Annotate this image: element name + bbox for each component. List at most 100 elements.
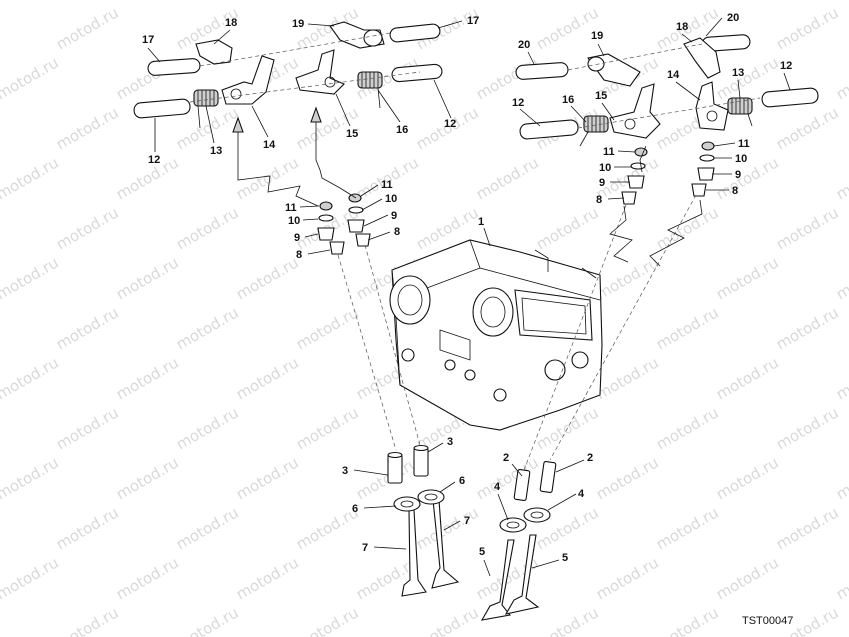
rocker-arm-right-15 (609, 83, 661, 139)
callout-4: 4 (494, 481, 501, 493)
valve-right-1 (480, 539, 515, 621)
watermark-text: motod.ru (0, 53, 62, 103)
callout-3: 3 (342, 465, 348, 477)
watermark-text: motod.ru (293, 303, 362, 353)
callout-12: 12 (512, 97, 524, 109)
watermark-text: motod.ru (653, 203, 722, 253)
rocker-arm-right-19 (587, 53, 641, 87)
watermark-text: motod.ru (593, 353, 662, 403)
callout-14: 14 (667, 69, 680, 81)
watermark-text: motod.ru (0, 3, 2, 53)
watermark-text: motod.ru (533, 203, 602, 253)
callout-18: 18 (225, 17, 237, 29)
rocker-shaft-left-right (391, 63, 443, 83)
callout-20: 20 (518, 39, 530, 51)
watermark-text: motod.ru (173, 303, 242, 353)
watermark-text: motod.ru (53, 3, 122, 53)
callout-1: 1 (478, 216, 484, 228)
callout-3: 3 (447, 436, 453, 448)
watermark-text: motod.ru (113, 253, 182, 303)
callout-13: 13 (210, 145, 222, 157)
left-valve-keepers (317, 193, 371, 255)
callout-11: 11 (603, 146, 615, 158)
watermark-text: motod.ru (773, 3, 842, 53)
watermark-text: motod.ru (713, 453, 782, 503)
watermark-text: motod.ru (413, 603, 482, 637)
watermark-text: motod.ru (713, 353, 782, 403)
callout-8: 8 (732, 185, 738, 197)
watermark-text: motod.ru (653, 403, 722, 453)
callout-7: 7 (464, 515, 470, 527)
watermark-text: motod.ru (713, 253, 782, 303)
valve-left-1 (401, 509, 427, 597)
watermark-text: motod.ru (173, 603, 242, 637)
watermark-text: motod.ru (53, 303, 122, 353)
callout-15: 15 (346, 128, 358, 140)
leader-lines (147, 17, 791, 577)
figure-reference-code: TST00047 (742, 615, 793, 627)
watermark-text: motod.ru (0, 553, 62, 603)
valve-right-2 (504, 534, 540, 615)
callout-5: 5 (562, 552, 568, 564)
watermark-text: motod.ru (113, 353, 182, 403)
callout-6: 6 (352, 503, 358, 515)
watermark-text: motod.ru (713, 153, 782, 203)
callout-9: 9 (294, 232, 300, 244)
watermark-text: motod.ru (0, 303, 2, 353)
spring-right-13 (727, 97, 753, 127)
watermark-text: motod.ru (833, 153, 849, 203)
callout-9: 9 (391, 210, 397, 222)
watermark-text: motod.ru (0, 503, 2, 553)
watermark-text: motod.ru (173, 403, 242, 453)
valve-seat-washer-left-2 (417, 489, 445, 505)
watermark-text: motod.ru (773, 403, 842, 453)
watermark-text: motod.ru (653, 503, 722, 553)
callout-10: 10 (735, 153, 747, 165)
watermark-text: motod.ru (0, 203, 2, 253)
watermark-text: motod.ru (233, 153, 302, 203)
rocker-shaft-left-lower (133, 98, 191, 119)
watermark-text: motod.ru (833, 253, 849, 303)
watermark-text: motod.ru (0, 253, 62, 303)
watermark-text: motod.ru (53, 403, 122, 453)
watermark-text: motod.ru (353, 453, 422, 503)
watermark-text: motod.ru (353, 0, 422, 3)
watermark-text: motod.ru (533, 3, 602, 53)
callout-9: 9 (599, 177, 605, 189)
callout-10: 10 (385, 193, 397, 205)
watermark-text: motod.ru (0, 103, 2, 153)
callout-10: 10 (288, 215, 300, 227)
watermark-text: motod.ru (233, 253, 302, 303)
callout-7: 7 (362, 542, 368, 554)
rocker-shaft-left-top (389, 23, 441, 43)
watermark-text: motod.ru (113, 553, 182, 603)
valve-seat-washer-right-1 (499, 517, 527, 533)
callout-15: 15 (595, 90, 607, 102)
callout-16: 16 (562, 94, 574, 106)
watermark-text: motod.ru (53, 203, 122, 253)
callout-8: 8 (296, 249, 302, 261)
valve-guide-left-2 (413, 444, 429, 477)
watermark-text: motod.ru (593, 453, 662, 503)
watermark-text: motod.ru (833, 453, 849, 503)
watermark-text: motod.ru (653, 303, 722, 353)
watermark-text: motod.ru (0, 403, 2, 453)
watermark-text: motod.ru (0, 353, 62, 403)
watermark-text: motod.ru (233, 0, 302, 3)
callout-2: 2 (587, 452, 593, 464)
cylinder-head (389, 239, 603, 431)
callout-10: 10 (599, 162, 611, 174)
callout-20: 20 (727, 12, 739, 24)
watermark-text: motod.ru (233, 353, 302, 403)
callout-8: 8 (394, 226, 400, 238)
watermark-text: motod.ru (473, 153, 542, 203)
watermark-text: motod.ru (833, 0, 849, 3)
callout-13: 13 (732, 67, 744, 79)
watermark-text: motod.ru (593, 0, 662, 3)
rocker-shaft-left-upper (147, 58, 201, 76)
watermark-text: motod.ru (593, 553, 662, 603)
watermark-text: motod.ru (233, 453, 302, 503)
watermark-text: motod.ru (713, 0, 782, 3)
